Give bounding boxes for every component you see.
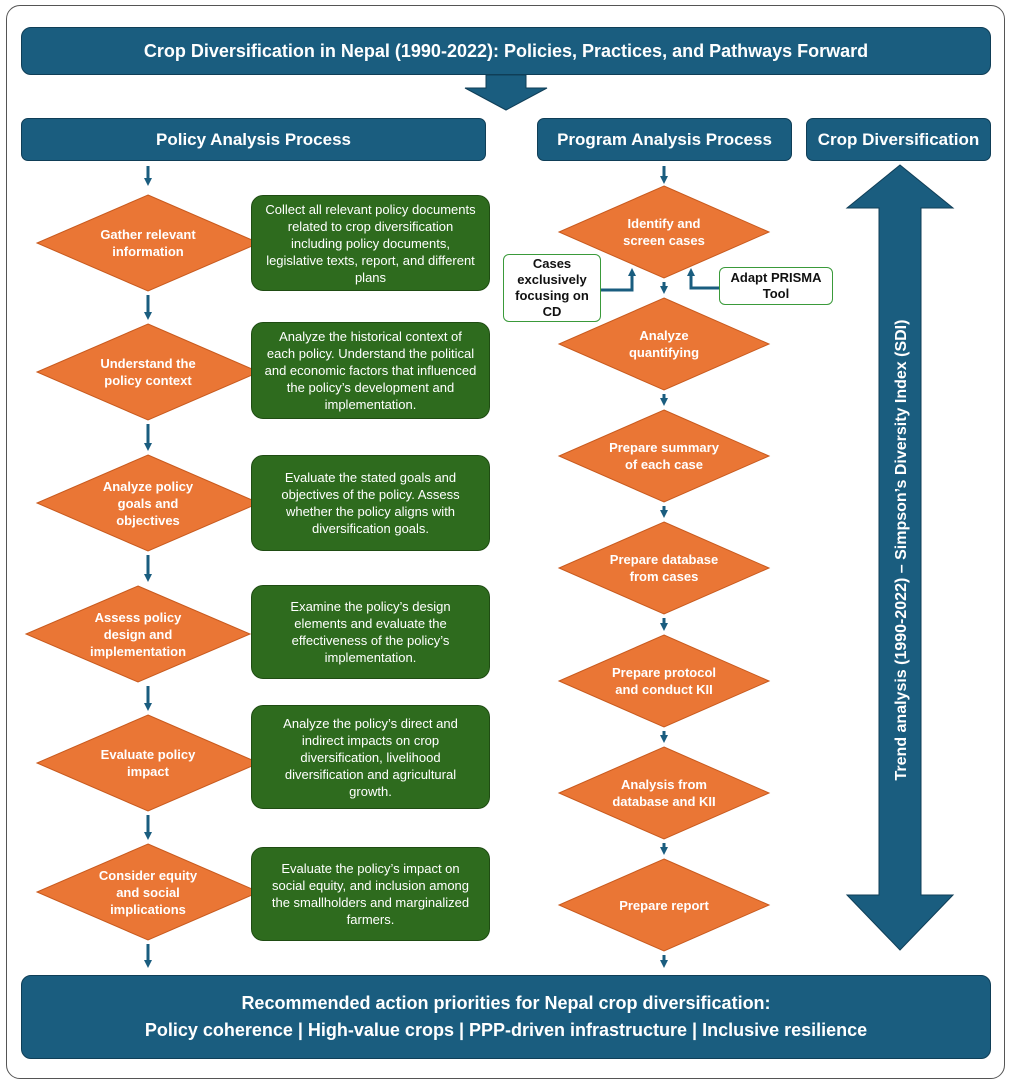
- policy-step-detail: Evaluate the policy’s impact on social e…: [251, 847, 490, 941]
- program-step-diamond: [557, 634, 771, 728]
- footer-line-1: Recommended action priorities for Nepal …: [241, 993, 771, 1013]
- policy-step-detail: Collect all relevant policy documents re…: [251, 195, 490, 291]
- policy-step-detail: Evaluate the stated goals and objectives…: [251, 455, 490, 551]
- trend-analysis-label: Trend analysis (1990-2022) – Simpson’s D…: [893, 319, 910, 781]
- policy-step-diamond: [24, 585, 252, 683]
- policy-step-diamond: [35, 323, 261, 421]
- policy-step-diamond: [35, 194, 261, 292]
- policy-step-detail: Analyze the historical context of each p…: [251, 322, 490, 419]
- policy-step-diamond: [35, 714, 261, 812]
- program-header: Program Analysis Process: [537, 118, 792, 161]
- title-text: Crop Diversification in Nepal (1990-2022…: [143, 40, 869, 61]
- policy-step-diamond: [35, 843, 261, 941]
- diagram-title: Crop Diversification in Nepal (1990-2022…: [21, 27, 991, 75]
- side-input-left: Cases exclusively focusing on CD: [503, 254, 601, 322]
- trend-double-arrow: [845, 164, 955, 951]
- program-step-diamond: [557, 521, 771, 615]
- right-input-connector: [687, 268, 720, 290]
- program-step-diamond: [557, 746, 771, 840]
- main-down-arrow: [464, 74, 548, 111]
- program-step-label: Prepare report: [619, 897, 709, 913]
- side-input-right: Adapt PRISMA Tool: [719, 267, 833, 305]
- side-input-right-text: Adapt PRISMA Tool: [730, 270, 822, 301]
- program-step-diamond: [557, 409, 771, 503]
- policy-step-label: Consider equity and social implications: [98, 867, 198, 917]
- program-step-diamond: [557, 858, 771, 952]
- policy-step-detail: Analyze the policy’s direct and indirect…: [251, 705, 490, 809]
- program-step-label: Prepare protocol and conduct KII: [611, 665, 717, 697]
- program-step-label: Prepare database from cases: [609, 552, 719, 584]
- program-step-label: Analysis from database and KII: [612, 777, 716, 809]
- policy-step-label: Gather relevant information: [100, 227, 196, 259]
- footer-banner: Recommended action priorities for Nepal …: [21, 975, 991, 1059]
- policy-step-label: Assess policy design and implementation: [89, 609, 187, 659]
- crop-header-text: Crop Diversification: [817, 129, 980, 149]
- policy-header-text: Policy Analysis Process: [156, 129, 351, 149]
- program-step-diamond: [557, 185, 771, 279]
- policy-step-label: Evaluate policy impact: [100, 747, 196, 779]
- program-step-label: Identify and screen cases: [623, 216, 705, 248]
- program-header-text: Program Analysis Process: [557, 129, 772, 149]
- crop-header: Crop Diversification: [806, 118, 991, 161]
- policy-step-diamond: [35, 454, 261, 552]
- policy-header: Policy Analysis Process: [21, 118, 486, 161]
- policy-step-label: Understand the policy context: [100, 356, 196, 388]
- policy-step-label: Analyze policy goals and objectives: [102, 478, 194, 528]
- policy-step-detail: Examine the policy’s design elements and…: [251, 585, 490, 679]
- side-input-left-text: Cases exclusively focusing on CD: [515, 256, 589, 319]
- left-input-connector: [600, 268, 636, 292]
- footer-line-2: Policy coherence | High-value crops | PP…: [144, 1020, 868, 1040]
- program-step-diamond: [557, 297, 771, 391]
- program-step-label: Prepare summary of each case: [609, 440, 719, 472]
- program-step-label: Analyze quantifying: [628, 328, 700, 360]
